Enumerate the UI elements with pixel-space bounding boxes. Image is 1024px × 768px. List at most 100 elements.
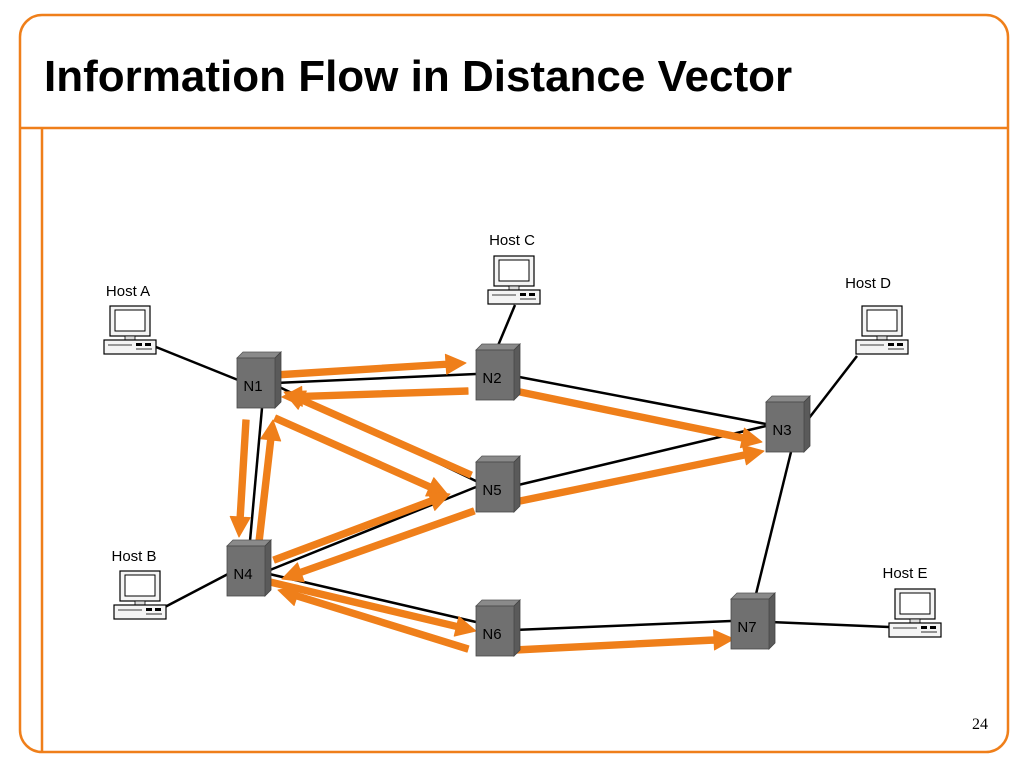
computer-base [888, 622, 942, 638]
router-top-face [475, 343, 521, 351]
router-body [765, 401, 805, 453]
host-label: Host B [111, 548, 156, 565]
host-b: Host B [111, 548, 167, 620]
monitor-screen [124, 574, 156, 597]
drive-led [136, 343, 142, 346]
router-top-face [475, 455, 521, 463]
router-body [475, 605, 515, 657]
computer-icon [103, 305, 157, 355]
host-link-d [805, 355, 858, 423]
computer-base [487, 289, 541, 305]
host-e: Host E [882, 565, 942, 638]
flow-arrow-n4-to-n1 [255, 419, 282, 543]
drive-led [146, 608, 152, 611]
router-top-face [475, 599, 521, 607]
host-label: Host E [882, 565, 927, 582]
router-n7: N7 [730, 592, 776, 650]
router-label: N2 [482, 370, 501, 387]
router-top-face [226, 539, 272, 547]
monitor-stand [124, 335, 136, 341]
host-label: Host D [845, 275, 891, 292]
flow-arrow-n5-to-n4 [281, 507, 476, 583]
host-link-b [162, 572, 229, 610]
computer-icon [888, 588, 942, 638]
flow-arrow-n5-to-n3 [518, 444, 765, 505]
router-side-face [513, 599, 521, 657]
host-c: Host C [487, 232, 541, 305]
host-link-c [495, 304, 517, 349]
drive-led [529, 293, 535, 296]
slide-title: Information Flow in Distance Vector [44, 52, 793, 101]
router-top-face [765, 395, 811, 403]
router-side-face [513, 455, 521, 513]
flow-arrow-n6-to-n7 [514, 629, 735, 654]
router-body [475, 461, 515, 513]
router-top-face [730, 592, 776, 600]
flow-arrow-n1-to-n5 [273, 414, 449, 497]
host-a: Host A [103, 283, 157, 355]
router-body [236, 357, 276, 409]
link-n3-n7 [754, 451, 793, 595]
router-top-face [236, 351, 282, 359]
router-side-face [264, 539, 272, 597]
flow-arrow-n4-to-n5 [272, 491, 451, 564]
router-n2: N2 [475, 343, 521, 401]
link-n2-n3 [513, 374, 767, 426]
router-n5: N5 [475, 455, 521, 513]
computer-base [855, 339, 909, 355]
drive-led [520, 293, 526, 296]
computer-icon [487, 255, 541, 305]
host-d: Host D [845, 275, 909, 355]
flow-arrow-n4-to-n6 [268, 578, 477, 637]
monitor-screen [114, 309, 146, 332]
monitor-screen [899, 592, 931, 615]
host-link-a [155, 345, 239, 382]
router-n3: N3 [765, 395, 811, 453]
link-n1-n4 [248, 407, 264, 542]
drive-led [888, 343, 894, 346]
router-n4: N4 [226, 539, 272, 597]
router-side-face [768, 592, 776, 650]
router-n1: N1 [236, 351, 282, 409]
drive-led [921, 626, 927, 629]
flow-arrow-n1-to-n4 [229, 419, 251, 538]
router-label: N6 [482, 626, 501, 643]
computer-icon [855, 305, 909, 355]
page-number: 24 [972, 716, 988, 733]
frame-border [18, 13, 1010, 754]
router-label: N5 [482, 482, 501, 499]
router-body [226, 545, 266, 597]
router-side-face [274, 351, 282, 409]
monitor-screen [866, 309, 898, 332]
drive-led [930, 626, 936, 629]
link-n6-n7 [513, 619, 732, 632]
monitor-stand [508, 285, 520, 291]
host-label: Host A [106, 283, 150, 300]
flow-arrow-n1-to-n2 [274, 353, 467, 379]
router-side-face [513, 343, 521, 401]
monitor-stand [876, 335, 888, 341]
router-label: N1 [243, 378, 262, 395]
router-label: N4 [233, 566, 252, 583]
monitor-screen [498, 259, 530, 282]
drive-led [897, 343, 903, 346]
router-body [475, 349, 515, 401]
link-n1-n2 [274, 372, 477, 385]
computer-icon [113, 570, 167, 620]
router-label: N7 [737, 619, 756, 636]
flow-arrow-n5-to-n1 [283, 390, 473, 479]
router-n6: N6 [475, 599, 521, 657]
router-side-face [803, 395, 811, 453]
router-body [730, 598, 770, 650]
host-link-e [769, 620, 890, 629]
flow-arrow-n6-to-n4 [277, 585, 470, 653]
drive-led [155, 608, 161, 611]
host-label: Host C [489, 232, 535, 249]
router-label: N3 [772, 422, 791, 439]
computer-base [103, 339, 157, 355]
flow-arrow-n2-to-n3 [518, 388, 763, 449]
computer-base [113, 604, 167, 620]
